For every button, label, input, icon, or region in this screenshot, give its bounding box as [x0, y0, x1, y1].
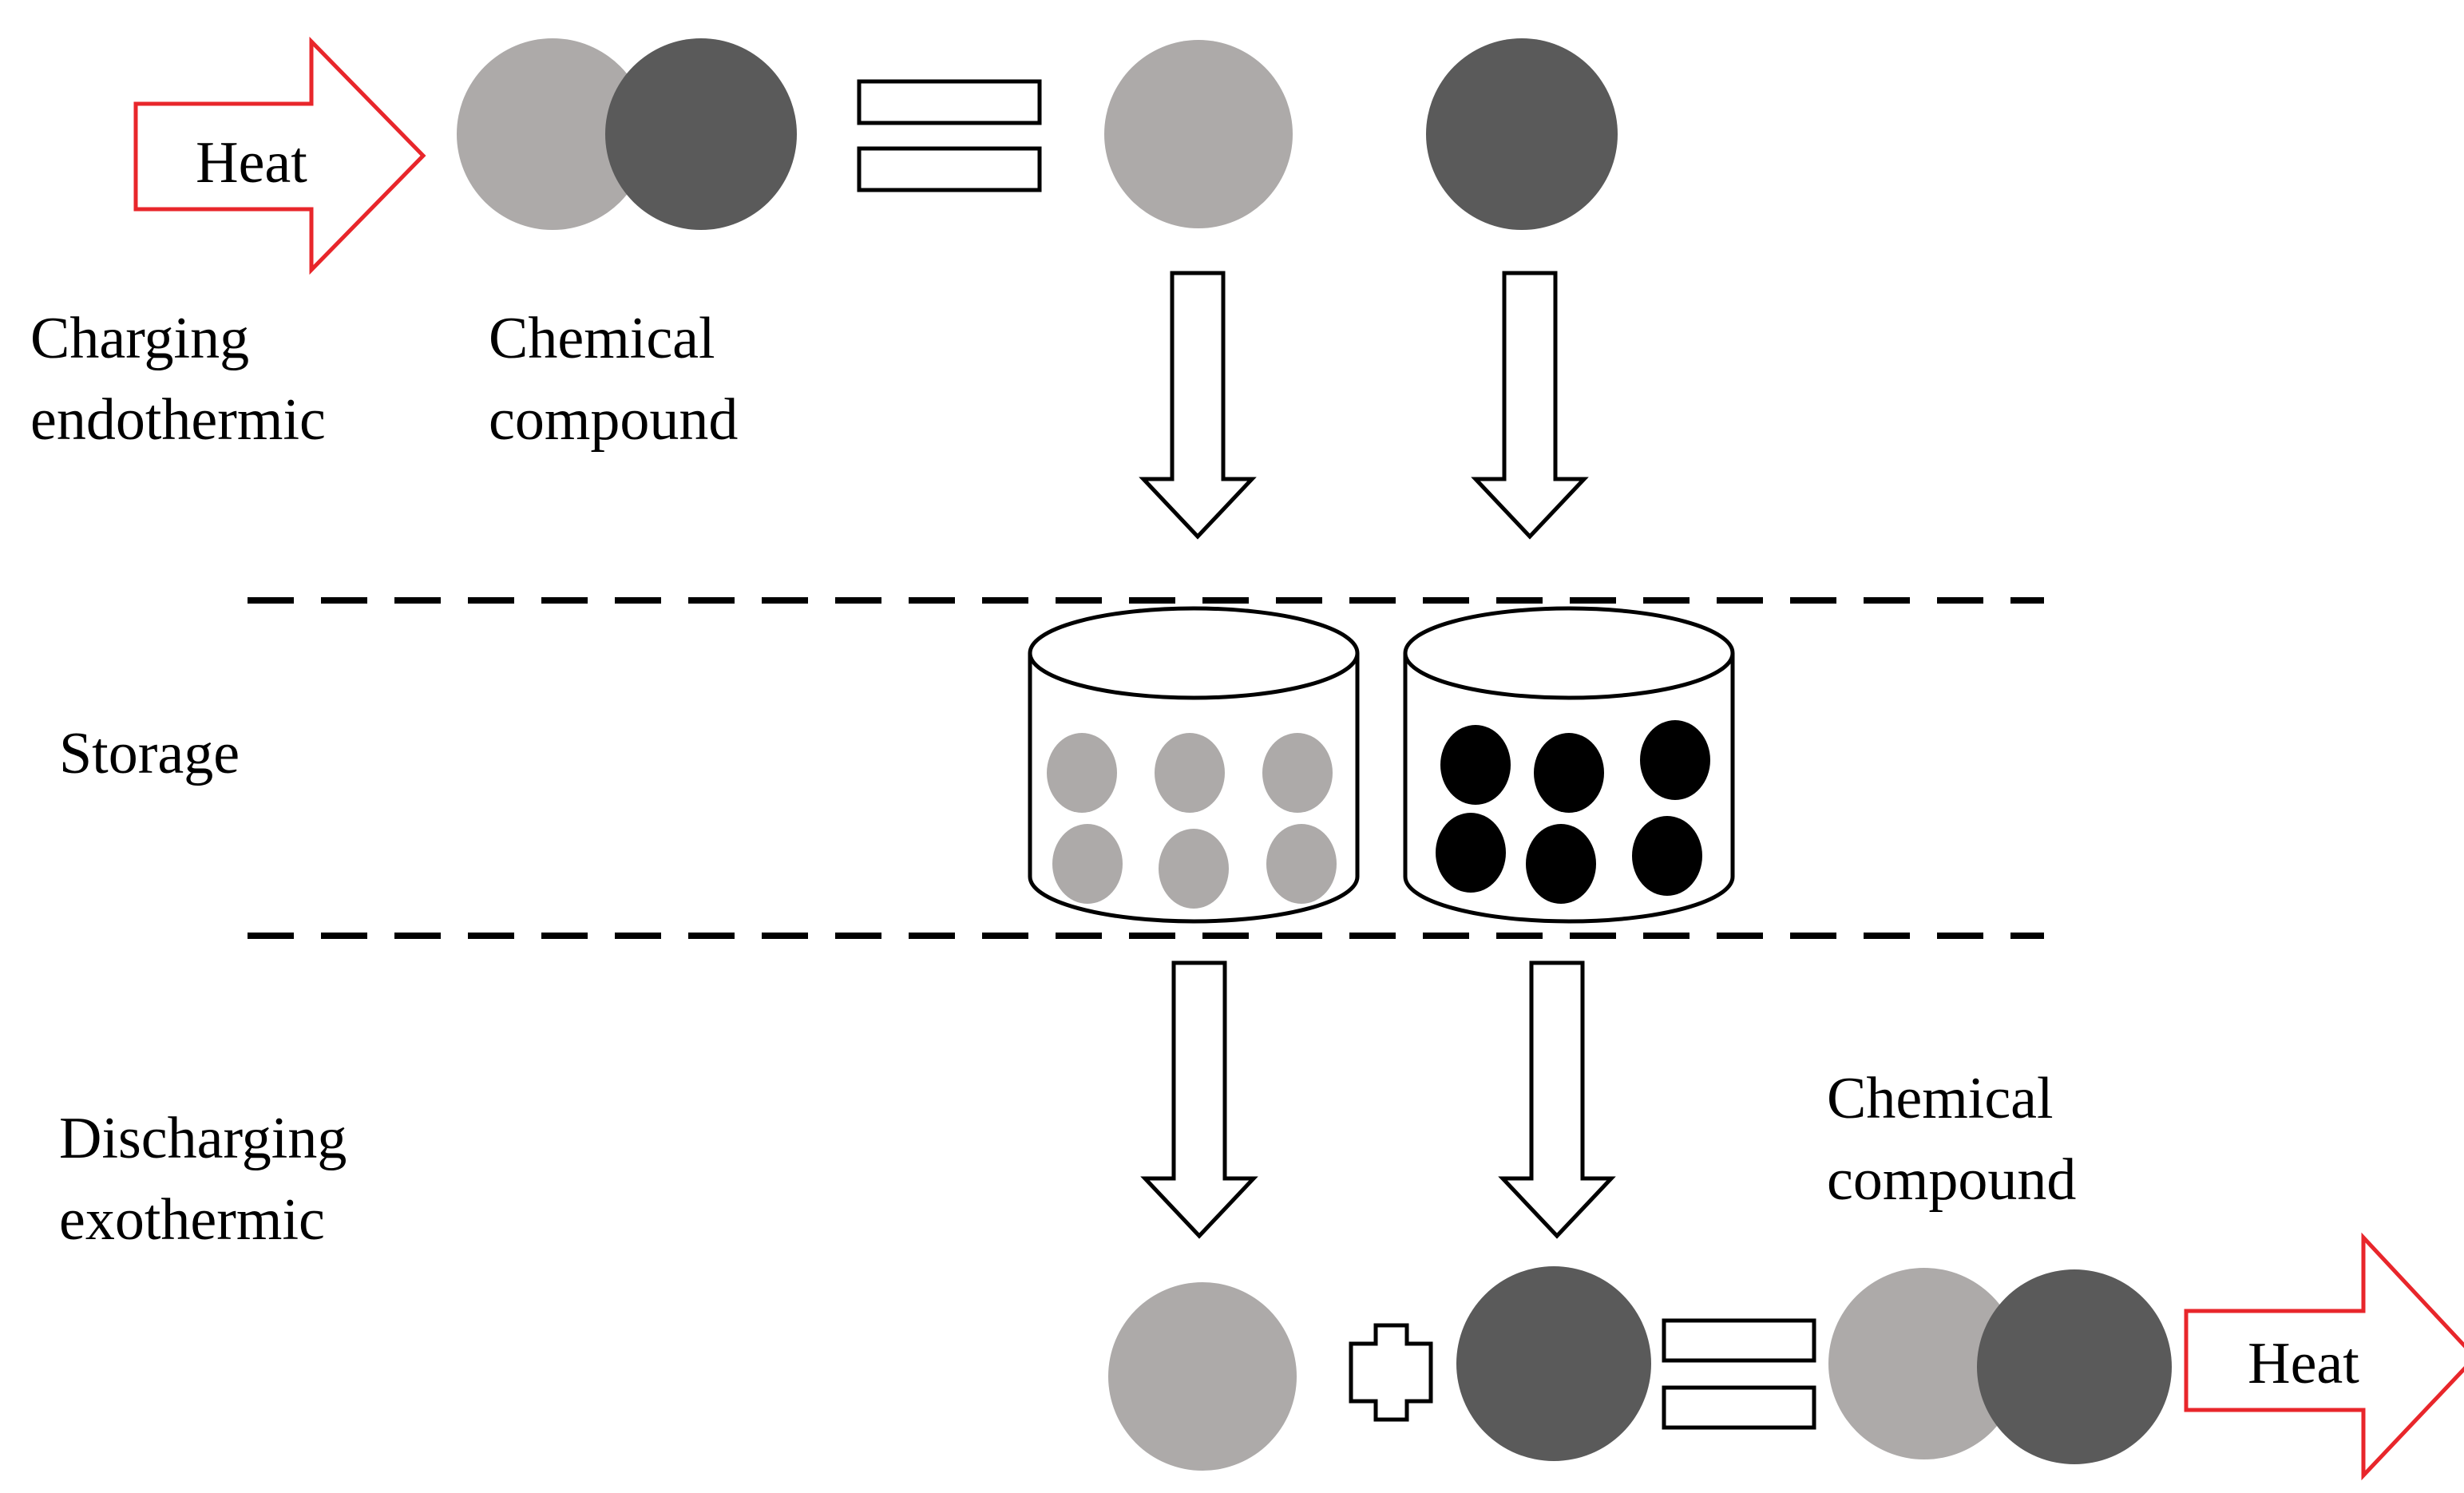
equals-sign-top: [857, 79, 1042, 192]
reactant-b-circle: [1456, 1266, 1651, 1461]
heat-input-arrow: [133, 36, 426, 275]
particle-dark: [1534, 733, 1604, 813]
particle-light: [1262, 733, 1333, 813]
storage-tank-a: [1028, 606, 1360, 924]
product-dark-circle: [1977, 1269, 2172, 1464]
product-light-circle: [1828, 1268, 2020, 1459]
storage-tank-b: [1403, 606, 1735, 924]
particle-dark: [1640, 720, 1710, 800]
particle-dark: [1440, 725, 1511, 805]
down-arrow-a-discharge: [1140, 960, 1258, 1239]
discharging-label-line1: Discharging: [59, 1106, 347, 1171]
particle-light: [1266, 824, 1337, 904]
particle-dark: [1632, 816, 1702, 896]
particle-light: [1159, 829, 1229, 909]
particle-dark: [1436, 813, 1506, 893]
heat-output-arrow: [2184, 1232, 2464, 1481]
component-b-circle: [1426, 38, 1618, 230]
particle-light: [1052, 824, 1123, 904]
down-arrow-a-charge: [1139, 271, 1257, 540]
down-arrow-b-charge: [1471, 271, 1589, 540]
component-a-circle: [1104, 40, 1293, 228]
storage-label: Storage: [59, 721, 240, 786]
reactant-a-circle: [1108, 1282, 1297, 1471]
down-arrow-b-discharge: [1498, 960, 1616, 1239]
compound-dark-circle: [605, 38, 797, 230]
discharging-label-line2: exothermic: [59, 1187, 325, 1253]
charging-label-line2: endothermic: [30, 387, 326, 453]
particle-light: [1155, 733, 1225, 813]
chem-compound-bottom-line1: Chemical: [1827, 1066, 2054, 1131]
equals-sign-bottom: [1662, 1318, 1816, 1430]
heat-input-label: Heat: [196, 130, 307, 196]
plus-sign: [1349, 1323, 1433, 1422]
chem-compound-bottom-line2: compound: [1827, 1147, 2076, 1213]
heat-output-label: Heat: [2248, 1331, 2359, 1396]
compound-light-circle: [457, 38, 648, 230]
particle-light: [1047, 733, 1117, 813]
chem-compound-top-line2: compound: [489, 387, 738, 453]
particle-dark: [1526, 824, 1596, 904]
chem-compound-top-line1: Chemical: [489, 306, 715, 371]
charging-label-line1: Charging: [30, 306, 249, 371]
